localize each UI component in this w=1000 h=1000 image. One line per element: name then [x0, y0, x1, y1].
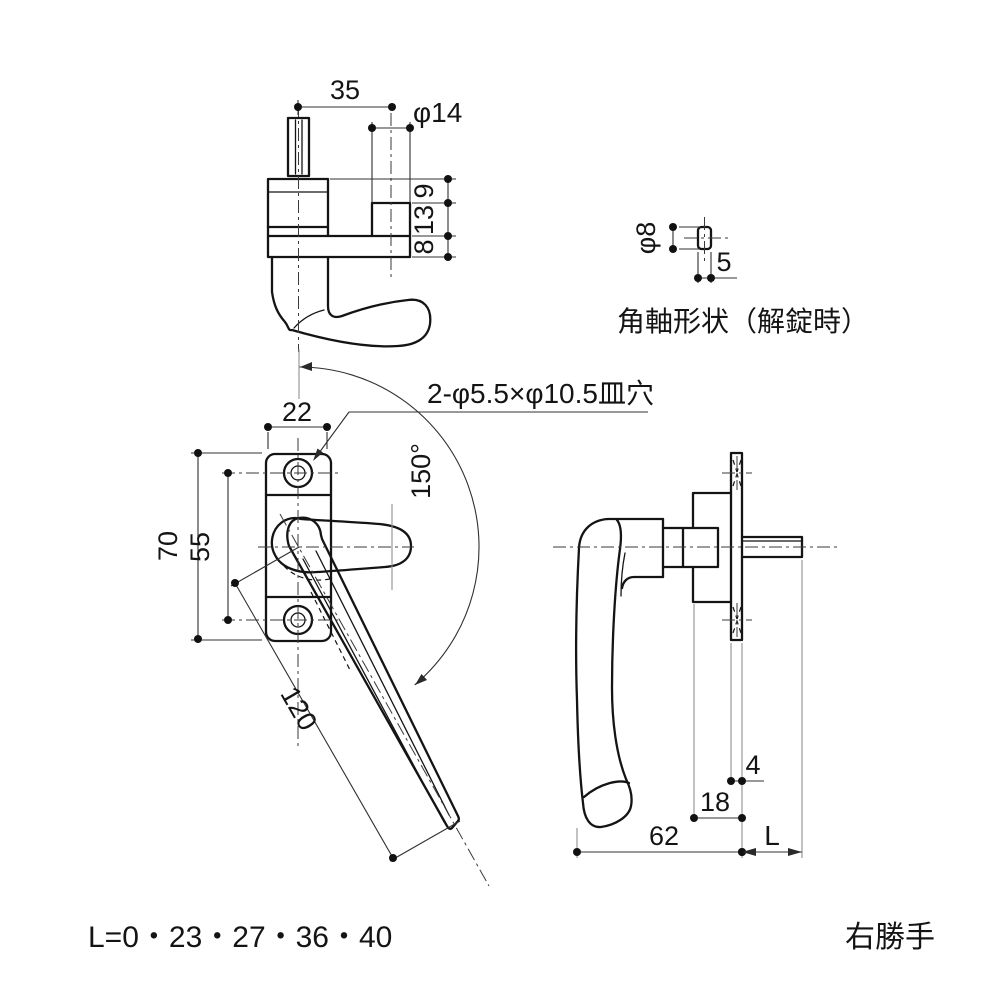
dim-chain-lines [330, 178, 456, 258]
dim-L-arrow-left [742, 848, 756, 856]
dim-120-label: 120 [275, 681, 324, 735]
grip-top-outline [270, 255, 432, 348]
base-body-outline [691, 491, 733, 604]
handle-down-edge-lines [302, 550, 450, 823]
spindle-edge-lines [294, 119, 303, 175]
dim-150-label: 150° [406, 443, 436, 499]
hub-hidden-arc [283, 565, 335, 581]
dim-dia8-label: φ8 [631, 222, 661, 255]
dim-18-label: 18 [700, 787, 730, 817]
dim-5-label: 5 [716, 247, 731, 277]
grip-side-outline [575, 517, 665, 829]
dim-8-label: 8 [409, 239, 439, 254]
spindle-outline [286, 116, 311, 178]
holes-callout-label: 2-φ5.5×φ10.5皿穴 [427, 378, 654, 409]
dim-line-dia14 [371, 122, 411, 202]
catch-cylinder-outline [370, 201, 412, 238]
dim-55-label: 55 [185, 532, 215, 562]
hole-centerlines [222, 472, 340, 621]
front-view: 150° 22 70 55 120 [153, 349, 654, 887]
arc-arrow-start [300, 362, 312, 371]
blade-hidden-line [310, 591, 351, 671]
dim-line-70 [191, 452, 262, 641]
top-view-centerlines [298, 104, 392, 352]
shaft-detail-caption: 角軸形状（解錠時） [617, 306, 869, 337]
dim-62-label: 62 [649, 821, 679, 851]
handle-horizontal-outline [270, 516, 413, 574]
dim-13-label: 13 [409, 205, 439, 235]
plate-edge-outline [266, 234, 412, 259]
side-extension-lines [576, 560, 803, 858]
grip-crease-line [620, 552, 626, 597]
dim-9-label: 9 [409, 183, 439, 198]
shaft-detail-centerlines [684, 217, 728, 262]
top-view: 35 φ14 9 13 8 [266, 75, 462, 352]
dim-4-label: 4 [745, 750, 760, 780]
dim-dia14-label: φ14 [413, 97, 462, 128]
rotation-arc [298, 366, 480, 686]
dim-22-label: 22 [282, 397, 312, 427]
dim-line-22 [267, 426, 328, 449]
length-variants-note: L=0・23・27・36・40 [88, 921, 392, 954]
dim-70-label: 70 [153, 531, 183, 561]
dim-L-arrow-right [788, 848, 802, 856]
dim-L-label: L [764, 820, 780, 851]
shaft-detail: φ8 5 角軸形状（解錠時） [617, 217, 869, 337]
dim-line-120 [230, 546, 461, 862]
dim-35-label: 35 [330, 75, 360, 105]
side-view: 4 18 62 L [553, 451, 840, 858]
grip-top-inner-line [293, 309, 325, 329]
grip-foot-cap-line [582, 780, 631, 799]
callout-arrow [313, 448, 323, 461]
arc-arrow-end [415, 674, 427, 685]
neck-bottom-line [620, 575, 665, 590]
hub-to-plate-edges [266, 225, 330, 238]
boss-outline [661, 526, 720, 569]
side-hole-centerlines [722, 456, 752, 637]
handing-note: 右勝手 [845, 921, 935, 954]
footer-notes: L=0・23・27・36・40 右勝手 [88, 921, 935, 954]
callout-leader-line [315, 411, 648, 458]
